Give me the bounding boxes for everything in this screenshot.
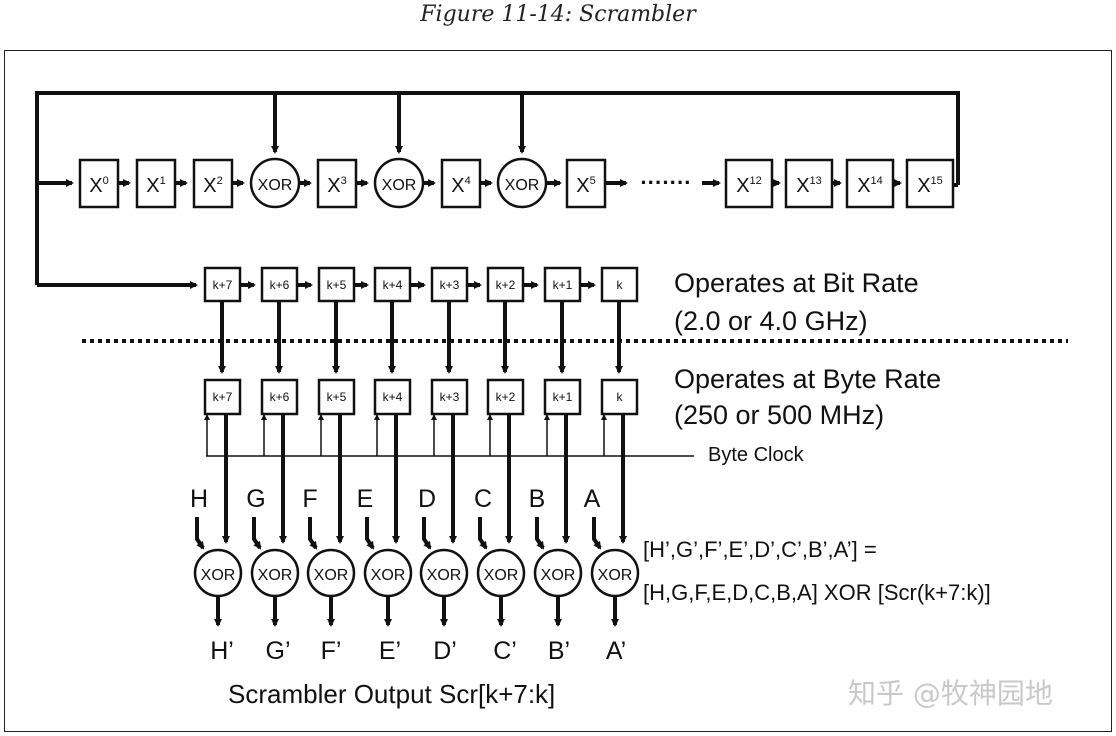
lfsr-connectors [118, 179, 958, 187]
svg-text:G: G [246, 485, 265, 513]
feedback-loop [35, 91, 960, 289]
lfsr-reg-x12: X12 [724, 158, 774, 209]
svg-text:XOR: XOR [258, 177, 293, 194]
data-input-arrows [195, 517, 602, 550]
svg-text:k: k [617, 278, 624, 292]
svg-text:D: D [418, 485, 436, 513]
svg-text:C’: C’ [493, 637, 517, 665]
svg-text:F: F [302, 485, 317, 513]
lfsr-reg-x0: X0 [78, 158, 120, 209]
svg-text:XOR: XOR [598, 567, 633, 584]
scrambler-output-label: Scrambler Output Scr[k+7:k] [228, 679, 555, 709]
lfsr-reg-x3: X3 [316, 158, 358, 209]
svg-text:XOR: XOR [314, 567, 349, 584]
lfsr-reg-x14: X14 [845, 158, 895, 209]
svg-text:X4: X4 [451, 175, 470, 197]
svg-text:X13: X13 [796, 175, 822, 197]
lfsr-reg-x13: X13 [784, 158, 834, 209]
scramble-equation: [H’,G’,F’,E’,D’,C’,B’,A’] = [H,G,F,E,D,C… [643, 537, 991, 605]
byte-rate-label: Operates at Byte Rate (250 or 500 MHz) [674, 364, 941, 430]
svg-text:E: E [357, 485, 374, 513]
svg-text:XOR: XOR [201, 567, 236, 584]
svg-text:k+2: k+2 [496, 390, 516, 404]
svg-text:E’: E’ [379, 637, 401, 665]
byte-latch-register: k+7 k+6 k+5 k+4 k+3 k+2 k+1 k [203, 378, 639, 416]
svg-text:X3: X3 [327, 175, 346, 197]
svg-text:k+5: k+5 [327, 390, 347, 404]
svg-text:B’: B’ [548, 637, 570, 665]
svg-text:k+6: k+6 [270, 390, 290, 404]
svg-text:X12: X12 [736, 175, 762, 197]
lfsr-reg-x15: X15 [905, 158, 955, 209]
byte-clock-line [204, 414, 694, 457]
lfsr-reg-x5: X5 [565, 158, 607, 209]
svg-text:XOR: XOR [427, 567, 462, 584]
figure-caption: Figure 11-14: Scrambler [420, 2, 696, 27]
svg-text:(2.0 or 4.0 GHz): (2.0 or 4.0 GHz) [674, 306, 868, 336]
svg-text:H’: H’ [210, 637, 234, 665]
lfsr-ellipsis: ······· [640, 170, 691, 195]
svg-text:[H’,G’,F’,E’,D’,C’,B’,A’] =: [H’,G’,F’,E’,D’,C’,B’,A’] = [643, 537, 877, 562]
svg-text:k+3: k+3 [440, 390, 460, 404]
lfsr-xor-2: XOR [373, 157, 425, 209]
svg-text:k+4: k+4 [383, 390, 403, 404]
svg-text:k+7: k+7 [213, 278, 233, 292]
data-outputs: H’ G’ F’ E’ D’ C’ B’ A’ [210, 637, 626, 665]
svg-text:Operates at Bit Rate: Operates at Bit Rate [674, 268, 919, 298]
lfsr-reg-x4: X4 [440, 158, 482, 209]
svg-text:[H,G,F,E,D,C,B,A] XOR [Scr(k+7: [H,G,F,E,D,C,B,A] XOR [Scr(k+7:k)] [643, 580, 991, 605]
svg-text:X0: X0 [89, 175, 108, 197]
svg-text:XOR: XOR [258, 567, 293, 584]
svg-text:G’: G’ [266, 637, 291, 665]
lfsr-xor-1: XOR [249, 157, 301, 209]
svg-text:k+2: k+2 [496, 278, 516, 292]
svg-text:X14: X14 [857, 175, 883, 197]
svg-text:C: C [474, 485, 492, 513]
byte-clock-label: Byte Clock [708, 444, 805, 466]
svg-text:k: k [617, 390, 624, 404]
svg-text:k+6: k+6 [270, 278, 290, 292]
output-xor-gates: XOR XOR XOR XOR XOR XOR XOR XOR [193, 548, 640, 598]
svg-text:A’: A’ [606, 637, 626, 665]
svg-text:XOR: XOR [371, 567, 406, 584]
svg-text:k+5: k+5 [327, 278, 347, 292]
svg-text:XOR: XOR [541, 567, 576, 584]
svg-text:H: H [190, 485, 208, 513]
figure-frame [4, 50, 1112, 732]
watermark: 知乎 @牧神园地 [848, 677, 1053, 710]
svg-text:XOR: XOR [484, 567, 519, 584]
svg-text:k+7: k+7 [213, 390, 233, 404]
svg-text:B: B [529, 485, 546, 513]
svg-text:D’: D’ [433, 637, 457, 665]
lfsr-reg-x2: X2 [192, 158, 234, 209]
svg-text:F’: F’ [321, 637, 342, 665]
scr-to-xor-arrows [222, 414, 627, 544]
svg-text:k+3: k+3 [440, 278, 460, 292]
svg-text:XOR: XOR [505, 177, 540, 194]
bit-rate-label: Operates at Bit Rate (2.0 or 4.0 GHz) [674, 268, 919, 336]
svg-text:XOR: XOR [382, 177, 417, 194]
svg-text:(250 or 500 MHz): (250 or 500 MHz) [674, 400, 884, 430]
svg-text:X5: X5 [576, 175, 595, 197]
svg-text:A: A [584, 485, 601, 513]
svg-text:X1: X1 [146, 175, 165, 197]
svg-text:Operates at Byte Rate: Operates at Byte Rate [674, 364, 941, 394]
svg-text:X2: X2 [203, 175, 222, 197]
lfsr-reg-x1: X1 [135, 158, 177, 209]
svg-text:k+1: k+1 [553, 390, 573, 404]
data-inputs: H G F E D C B A [190, 485, 601, 513]
xor-output-arrows [214, 596, 619, 627]
latch-transfer-arrows [218, 301, 623, 374]
svg-text:k+1: k+1 [553, 278, 573, 292]
svg-text:X15: X15 [917, 175, 943, 197]
svg-text:k+4: k+4 [383, 278, 403, 292]
lfsr-xor-3: XOR [496, 157, 548, 209]
